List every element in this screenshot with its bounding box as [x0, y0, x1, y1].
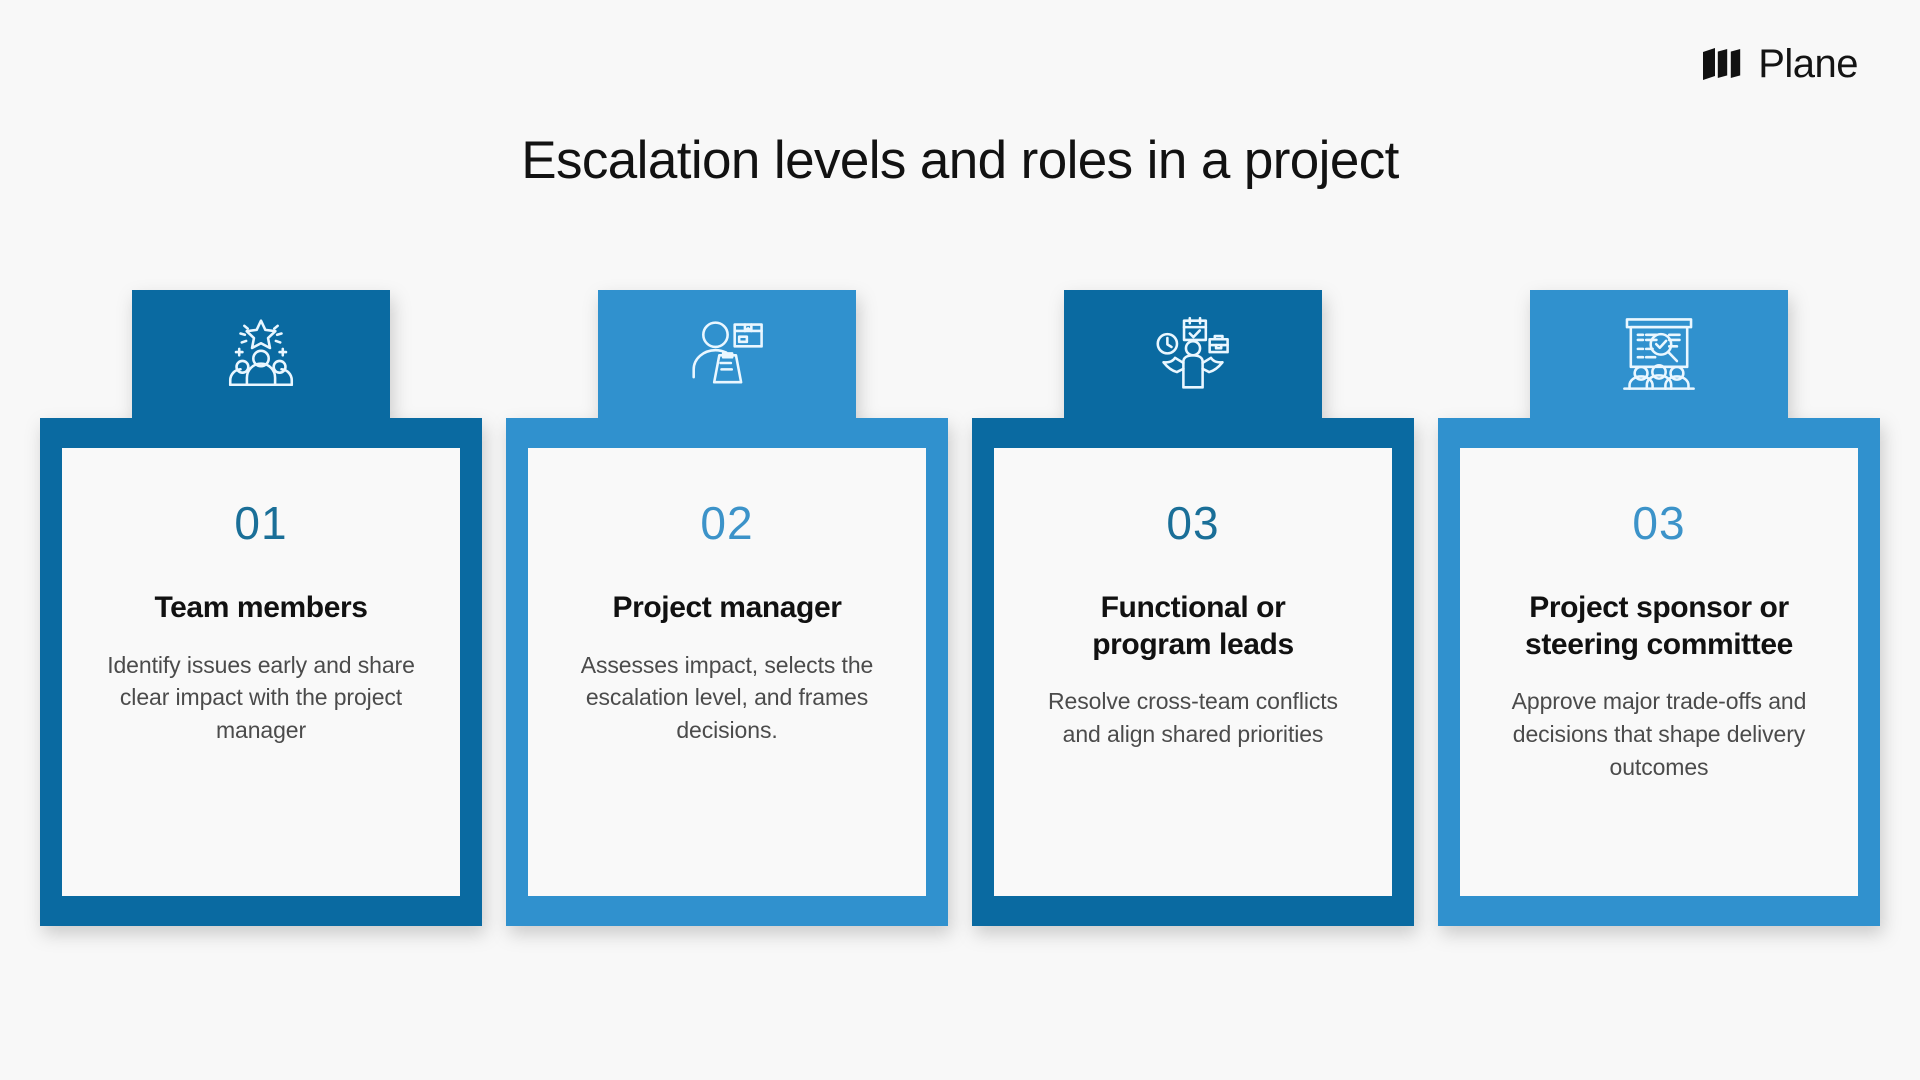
card-2-description: Assesses impact, selects the escalation …	[580, 651, 874, 743]
escalation-card-2[interactable]: 02 Project manager Assesses impact, sele…	[506, 290, 948, 926]
card-4-frame: 03 Project sponsor or steering committee…	[1438, 418, 1880, 926]
card-1-frame: 01 Team members Identify issues early an…	[40, 418, 482, 926]
card-1-number: 01	[234, 497, 288, 549]
escalation-card-1[interactable]: 01 Team members Identify issues early an…	[40, 290, 482, 926]
card-1-panel: 01 Team members Identify issues early an…	[62, 448, 460, 896]
brand-name: Plane	[1758, 42, 1858, 86]
card-1-description: Identify issues early and share clear im…	[107, 651, 415, 743]
card-3-heading: Functional or program leads	[1092, 591, 1294, 661]
card-2-panel: 02 Project manager Assesses impact, sele…	[528, 448, 926, 896]
team-with-star-icon	[228, 319, 294, 387]
card-4-icon-tab	[1530, 290, 1788, 418]
card-4-panel: 03 Project sponsor or steering committee…	[1460, 448, 1858, 896]
plane-logo-icon	[1703, 47, 1742, 81]
card-2-heading: Project manager	[612, 591, 842, 624]
escalation-card-row: 01 Team members Identify issues early an…	[40, 290, 1880, 926]
page-title: Escalation levels and roles in a project	[521, 131, 1399, 190]
card-3-icon-tab	[1064, 290, 1322, 418]
person-with-clipboard-and-box-icon	[692, 321, 763, 384]
brand-logo: Plane	[1702, 44, 1858, 84]
card-4-heading: Project sponsor or steering committee	[1525, 591, 1793, 661]
card-1-heading: Team members	[154, 591, 368, 624]
card-3-number: 03	[1166, 497, 1220, 549]
person-balancing-clock-calendar-briefcase-icon	[1156, 316, 1229, 389]
card-2-number: 02	[700, 497, 754, 549]
presentation-review-with-audience-icon	[1623, 318, 1695, 390]
card-2-icon-tab	[598, 290, 856, 418]
escalation-card-3[interactable]: 03 Functional or program leads Resolve c…	[972, 290, 1414, 926]
card-2-frame: 02 Project manager Assesses impact, sele…	[506, 418, 948, 926]
card-1-icon-tab	[132, 290, 390, 418]
escalation-card-4[interactable]: 03 Project sponsor or steering committee…	[1438, 290, 1880, 926]
card-4-number: 03	[1632, 497, 1686, 549]
card-3-description: Resolve cross-team conflicts and align s…	[1048, 688, 1338, 747]
card-4-description: Approve major trade-offs and decisions t…	[1511, 688, 1807, 780]
card-3-frame: 03 Functional or program leads Resolve c…	[972, 418, 1414, 926]
card-3-panel: 03 Functional or program leads Resolve c…	[994, 448, 1392, 896]
